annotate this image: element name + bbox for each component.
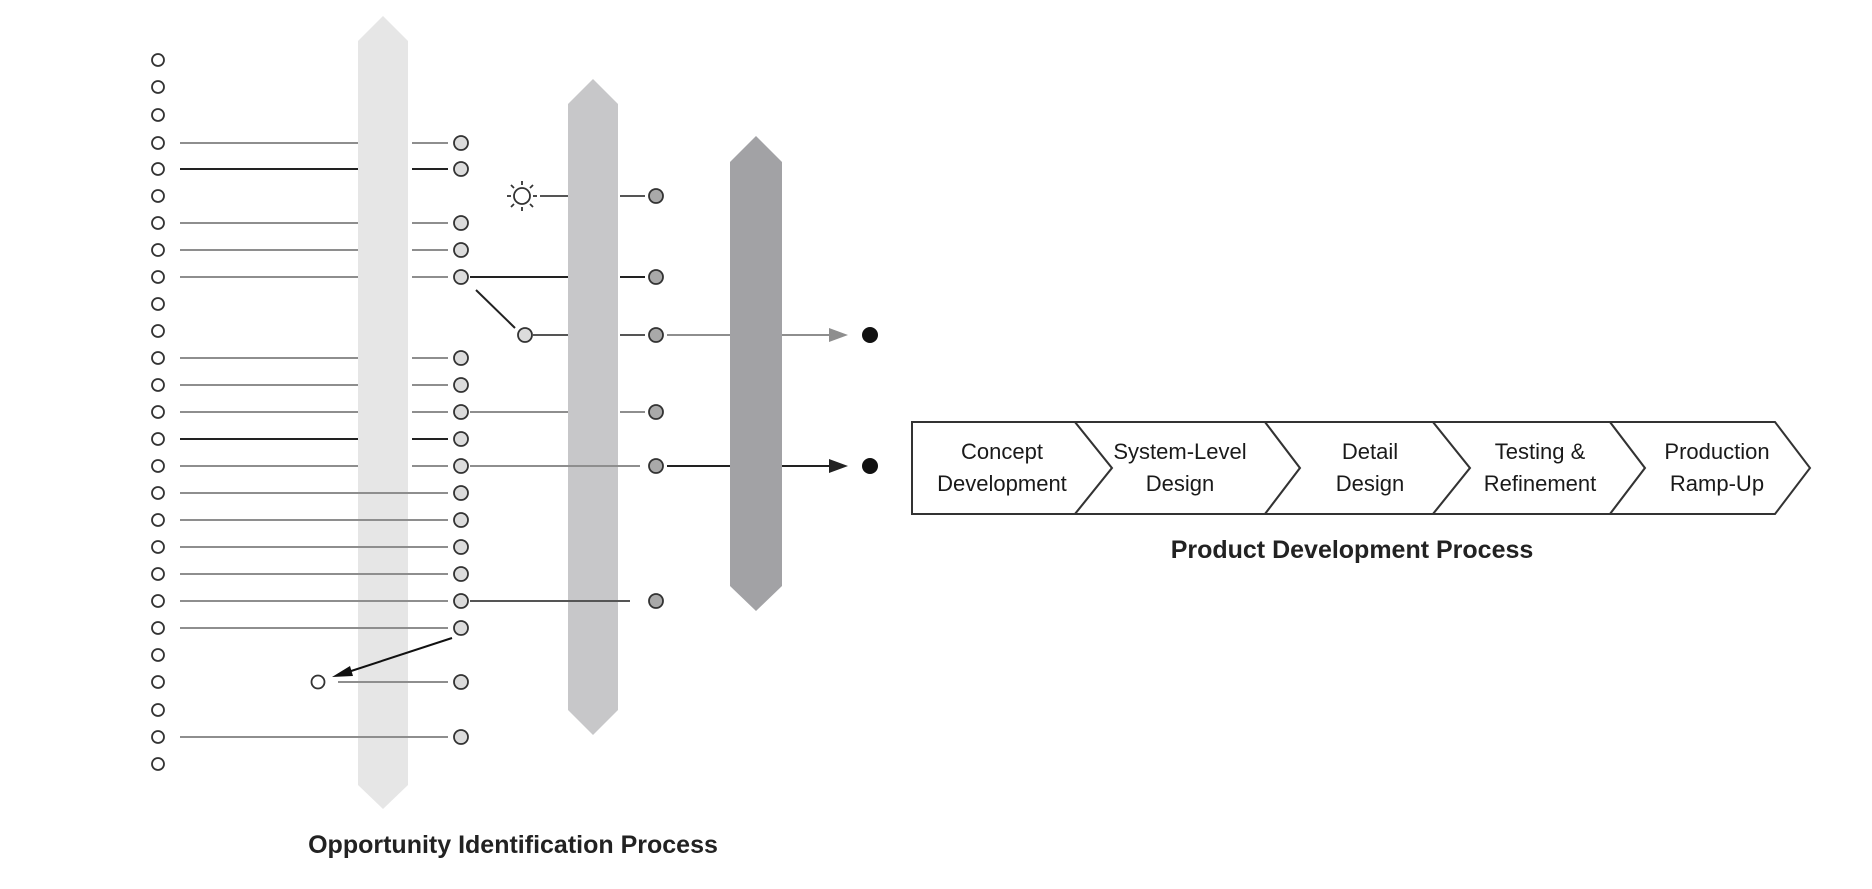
raw-opportunity (151, 540, 165, 554)
stage-1-lines (180, 142, 448, 738)
screened-opportunity (453, 512, 469, 528)
arrow-head (829, 459, 848, 473)
screened-opportunity (453, 458, 469, 474)
screened-opportunity (453, 242, 469, 258)
screened-opportunity (453, 485, 469, 501)
stage-chevron-production (1607, 421, 1812, 515)
filter-bar-1 (358, 16, 408, 809)
screened-opportunity (453, 729, 469, 745)
stage-label-line2: Ramp-Up (1670, 471, 1764, 496)
screened-opportunity (453, 404, 469, 420)
raw-opportunity (151, 324, 165, 338)
refined-opportunity (648, 327, 664, 343)
screened-opportunity (453, 161, 469, 177)
raw-opportunity (151, 162, 165, 176)
raw-opportunity (151, 730, 165, 744)
refined-opportunity (648, 188, 664, 204)
stage-2-lines (470, 195, 645, 602)
filter-1-output (453, 135, 469, 745)
raw-opportunity (151, 486, 165, 500)
stage-label-line2: Refinement (1484, 471, 1597, 496)
product-development-chevrons (911, 421, 1812, 515)
opportunity-line (475, 289, 516, 329)
filter-2-output (648, 188, 664, 609)
raw-opportunity (151, 270, 165, 284)
raw-opportunity (151, 216, 165, 230)
raw-opportunity (151, 621, 165, 635)
stage-label-line1: Production (1664, 439, 1769, 464)
raw-opportunity (151, 594, 165, 608)
opportunity-identification-caption: Opportunity Identification Process (308, 831, 718, 859)
stage-label-line1: Concept (961, 439, 1043, 464)
raw-opportunity (151, 648, 165, 662)
stage-label-line1: Testing & (1495, 439, 1586, 464)
raw-opportunity (151, 80, 165, 94)
stage-label-line1: Detail (1342, 439, 1398, 464)
screened-opportunity (453, 431, 469, 447)
refined-opportunity (648, 269, 664, 285)
stage-label-line2: Development (937, 471, 1067, 496)
screened-opportunity (453, 593, 469, 609)
raw-opportunity (151, 136, 165, 150)
stage-labels: Concept Development System-Level Design … (937, 439, 1769, 496)
product-development-caption: Product Development Process (1171, 536, 1534, 564)
refined-opportunity (648, 458, 664, 474)
raw-opportunity (151, 405, 165, 419)
screened-opportunity (453, 215, 469, 231)
raw-opportunity (151, 243, 165, 257)
raw-opportunity (151, 757, 165, 771)
raw-opportunity (151, 108, 165, 122)
raw-opportunity (151, 189, 165, 203)
screened-opportunity (453, 269, 469, 285)
raw-opportunity (151, 53, 165, 67)
screened-opportunity (453, 566, 469, 582)
raw-opportunity (151, 432, 165, 446)
raw-opportunity (151, 351, 165, 365)
raw-opportunities (151, 53, 165, 771)
raw-opportunity (151, 297, 165, 311)
screened-opportunity (453, 674, 469, 690)
selected-opportunity (862, 327, 878, 343)
raw-opportunity (151, 675, 165, 689)
raw-opportunity (151, 513, 165, 527)
screened-opportunity (453, 539, 469, 555)
refined-opportunity (648, 593, 664, 609)
raw-opportunity (151, 567, 165, 581)
screened-opportunity (453, 135, 469, 151)
filter-bar-2 (568, 79, 618, 735)
stage-label-line2: Design (1146, 471, 1214, 496)
screened-opportunity (453, 377, 469, 393)
combined-opportunity (517, 327, 533, 343)
sun-icon (507, 181, 537, 211)
stage-label-line2: Design (1336, 471, 1404, 496)
raw-opportunity (151, 459, 165, 473)
feedback-arrow (310, 637, 453, 690)
refined-opportunity (648, 404, 664, 420)
filter-bar-3 (730, 136, 782, 611)
screened-opportunity (453, 350, 469, 366)
filter-bars (358, 16, 782, 809)
stage-label-line1: System-Level (1113, 439, 1246, 464)
recycled-opportunity (310, 674, 326, 690)
selected-opportunity (862, 458, 878, 474)
raw-opportunity (151, 378, 165, 392)
arrow-head (829, 328, 848, 342)
selected-opportunities (667, 327, 878, 474)
stage-chevron-concept (911, 421, 1114, 515)
raw-opportunity (151, 703, 165, 717)
screened-opportunity (453, 620, 469, 636)
